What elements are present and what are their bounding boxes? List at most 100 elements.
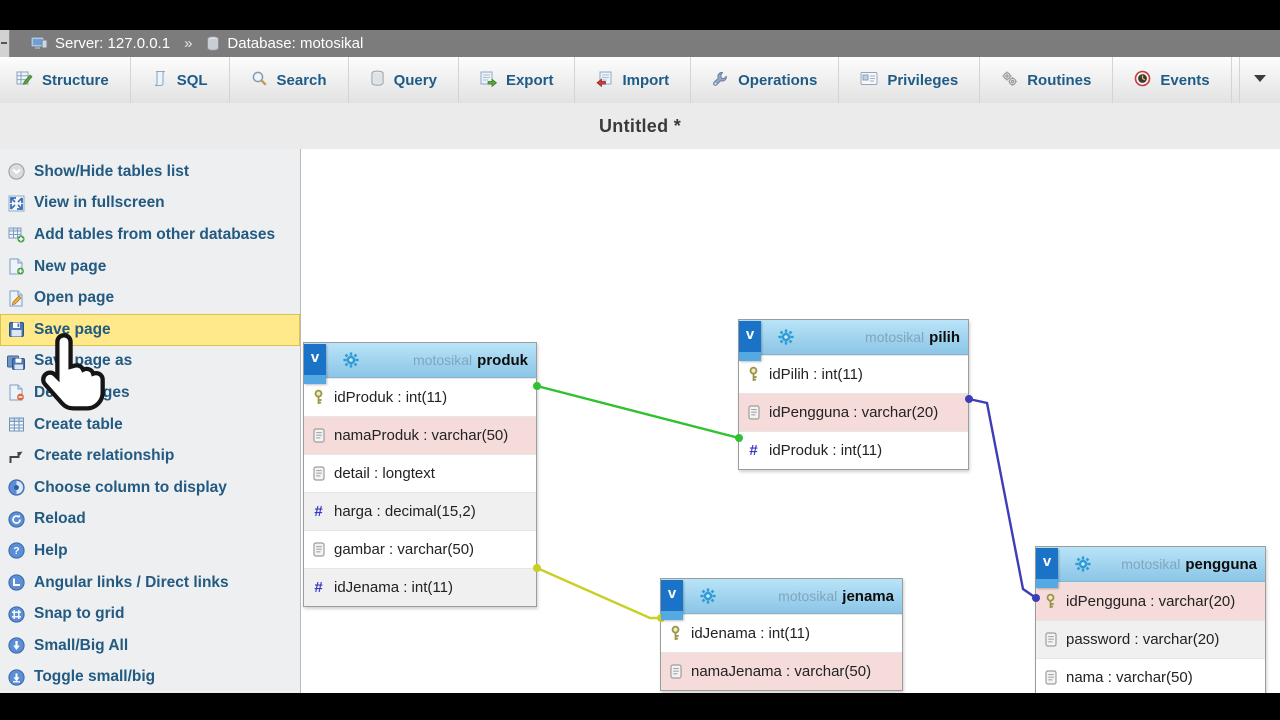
sidebar-item-create-relationship[interactable]: Create relationship (0, 440, 300, 472)
relationship-icon (7, 448, 25, 465)
server-icon (30, 36, 48, 51)
chevron-circle-icon (7, 163, 25, 180)
breadcrumb-separator: » (184, 35, 193, 52)
table-column-row[interactable]: detail : longtext (304, 454, 536, 492)
column-label: detail : longtext (334, 465, 435, 482)
tab-routines[interactable]: Routines (980, 57, 1114, 103)
tab-sql[interactable]: SQL (131, 57, 230, 103)
tab-label: Routines (1027, 71, 1092, 89)
text-column-icon (1044, 670, 1057, 685)
sidebar-item-create-table[interactable]: Create table (0, 409, 300, 441)
designer-page-title-bar: Untitled * (0, 103, 1280, 150)
tab-export[interactable]: Export (459, 57, 576, 103)
table-schema: motosikal (865, 328, 925, 345)
table-schema: motosikal (778, 587, 838, 604)
sidebar-item-delete-pages[interactable]: Delete pages (0, 377, 300, 409)
view-badge-icon[interactable]: v (304, 344, 326, 384)
tab-label: Privileges (887, 71, 959, 89)
sidebar-item-label: Snap to grid (34, 605, 125, 623)
tab-label: Export (505, 71, 554, 89)
sidebar-item-angular-links-direct-links[interactable]: Angular links / Direct links (0, 567, 300, 599)
tab-privileges[interactable]: Privileges (839, 57, 981, 103)
view-badge-icon[interactable]: v (739, 321, 761, 361)
sidebar-item-add-tables-from-other-databases[interactable]: Add tables from other databases (0, 219, 300, 251)
sidebar-item-label: Help (34, 541, 68, 559)
numeric-column-icon: # (314, 503, 323, 520)
sidebar-item-label: Reload (34, 510, 86, 528)
sidebar-item-small-big-all[interactable]: Small/Big All (0, 630, 300, 662)
table-column-row[interactable]: idPengguna : varchar(20) (1036, 582, 1265, 620)
sidebar-item-label: Show/Hide tables list (34, 162, 190, 180)
routines-icon (1001, 70, 1018, 91)
tab-label: Query (393, 71, 437, 89)
sidebar-item-snap-to-grid[interactable]: Snap to grid (0, 598, 300, 630)
table-column-row[interactable]: password : varchar(20) (1036, 620, 1265, 658)
table-name: pengguna (1185, 555, 1257, 573)
table-column-row[interactable]: gambar : varchar(50) (304, 530, 536, 568)
tab-structure[interactable]: Structure (0, 57, 131, 103)
more-tabs-button[interactable] (1239, 57, 1280, 103)
letterbox-bottom (0, 693, 1280, 720)
column-label: gambar : varchar(50) (334, 541, 475, 558)
table-column-row[interactable]: #idJenama : int(11) (304, 568, 536, 606)
view-badge-icon[interactable]: v (661, 580, 683, 620)
column-display-icon (7, 479, 25, 496)
table-column-row[interactable]: namaJenama : varchar(50) (661, 652, 902, 690)
table-column-row[interactable]: namaProduk : varchar(50) (304, 416, 536, 454)
tab-events[interactable]: Events (1113, 57, 1232, 103)
column-label: namaProduk : varchar(50) (334, 427, 509, 444)
table-column-row[interactable]: #harga : decimal(15,2) (304, 492, 536, 530)
sidebar-item-new-page[interactable]: New page (0, 251, 300, 283)
angular-links-icon (7, 574, 25, 591)
gear-icon[interactable] (1075, 556, 1091, 572)
sidebar-item-label: Create table (34, 415, 123, 433)
numeric-column-icon: # (749, 442, 758, 459)
table-column-row[interactable]: idProduk : int(11) (304, 378, 536, 416)
table-column-row[interactable]: idPilih : int(11) (739, 355, 968, 393)
table-schema: motosikal (413, 351, 473, 368)
table-name: produk (477, 351, 528, 369)
table-add-icon (7, 226, 25, 244)
gear-icon[interactable] (343, 352, 359, 368)
tab-search[interactable]: Search (230, 57, 349, 103)
text-column-icon (312, 542, 325, 557)
sidebar-item-open-page[interactable]: Open page (0, 282, 300, 314)
page-delete-icon (7, 384, 25, 401)
breadcrumb-server-link[interactable]: Server: 127.0.0.1 (55, 35, 171, 52)
collapsed-nav-handle[interactable] (0, 30, 10, 57)
sidebar-item-reload[interactable]: Reload (0, 504, 300, 536)
sidebar-item-save-page[interactable]: Save page (0, 313, 300, 346)
column-label: idProduk : int(11) (769, 442, 883, 459)
sidebar-item-show-hide-tables-list[interactable]: Show/Hide tables list (0, 156, 300, 188)
sidebar-item-view-in-fullscreen[interactable]: View in fullscreen (0, 188, 300, 220)
table-column-row[interactable]: idPengguna : varchar(20) (739, 393, 968, 431)
svg-text:?: ? (13, 546, 19, 558)
column-label: namaJenama : varchar(50) (691, 663, 872, 680)
view-badge-icon[interactable]: v (1036, 548, 1058, 588)
table-column-row[interactable]: # idProduk : int(11) (739, 431, 968, 469)
table-column-row[interactable]: nama : varchar(50) (1036, 658, 1265, 696)
sidebar-item-help[interactable]: ? Help (0, 535, 300, 567)
gear-icon[interactable] (778, 329, 794, 345)
tab-query[interactable]: Query (349, 57, 459, 103)
breadcrumb-database-link[interactable]: Database: motosikal (227, 35, 364, 52)
sidebar-item-toggle-small-big[interactable]: Toggle small/big (0, 662, 300, 694)
text-column-icon (747, 405, 760, 420)
gear-icon[interactable] (700, 588, 716, 604)
tab-operations[interactable]: Operations (691, 57, 840, 103)
column-label: password : varchar(20) (1066, 631, 1220, 648)
sidebar-item-label: Save page as (34, 352, 133, 370)
save-icon (7, 321, 25, 338)
table-column-row[interactable]: idJenama : int(11) (661, 614, 902, 652)
sidebar-item-choose-column-to-display[interactable]: Choose column to display (0, 472, 300, 504)
reload-icon (7, 511, 25, 528)
tab-import[interactable]: Import (575, 57, 692, 103)
sidebar-item-save-page-as[interactable]: Save page as (0, 346, 300, 378)
chevron-down-icon (1253, 71, 1267, 89)
